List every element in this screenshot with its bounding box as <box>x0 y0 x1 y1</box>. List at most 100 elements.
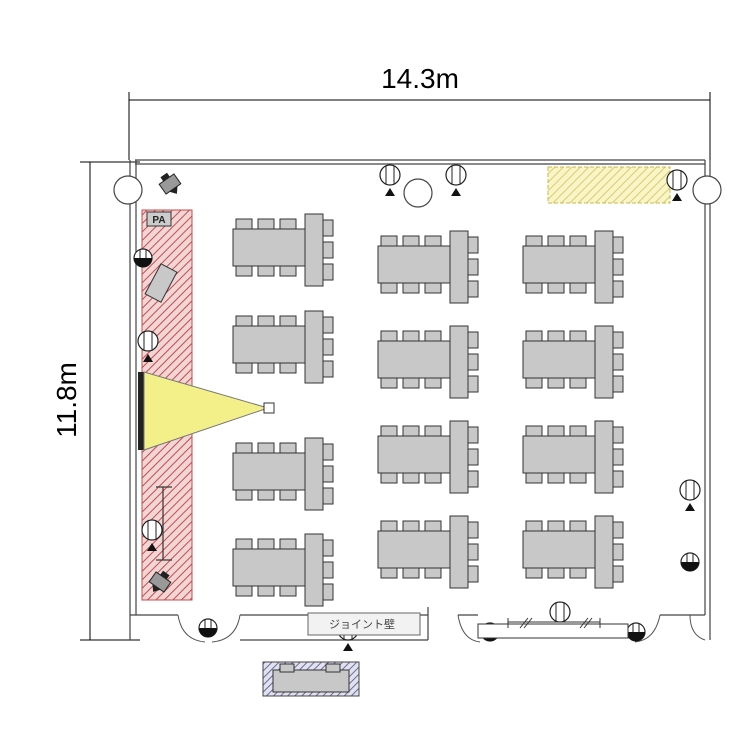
table <box>377 530 451 569</box>
chair <box>569 425 587 437</box>
projector-icon <box>263 402 275 414</box>
mixer-desk <box>144 263 178 303</box>
table-group <box>232 213 334 287</box>
table-groups <box>232 213 624 607</box>
chair <box>402 282 420 294</box>
table-group <box>232 437 334 511</box>
chair <box>322 241 334 259</box>
table <box>377 435 451 474</box>
chair <box>380 330 398 342</box>
height-label: 11.8m <box>51 362 82 438</box>
chair <box>235 442 253 454</box>
table-group <box>232 533 334 607</box>
chair <box>525 425 543 437</box>
chair <box>547 235 565 247</box>
chair <box>612 331 624 349</box>
chair <box>424 377 442 389</box>
chair <box>467 426 479 444</box>
chair <box>547 567 565 579</box>
chair <box>235 489 253 501</box>
chair <box>467 236 479 254</box>
chair <box>257 442 275 454</box>
table <box>377 340 451 379</box>
head-table <box>594 325 614 399</box>
table-group <box>377 325 479 399</box>
speakers <box>148 172 182 593</box>
stage-area <box>547 166 671 204</box>
chair <box>402 567 420 579</box>
width-label: 14.3m <box>381 63 459 94</box>
screen-icon <box>138 372 144 450</box>
mic-stand <box>156 486 172 561</box>
table <box>522 245 596 284</box>
chair <box>467 543 479 561</box>
spotlight-icon <box>666 169 688 201</box>
chair <box>257 265 275 277</box>
chair <box>322 465 334 483</box>
chair <box>380 282 398 294</box>
chair <box>235 362 253 374</box>
chair <box>235 265 253 277</box>
chair <box>424 425 442 437</box>
chair <box>569 520 587 532</box>
chair <box>612 448 624 466</box>
chair <box>257 362 275 374</box>
chair <box>424 520 442 532</box>
chair <box>547 377 565 389</box>
chair <box>525 472 543 484</box>
table-group <box>522 515 624 589</box>
chair <box>279 265 297 277</box>
head-table <box>449 420 469 494</box>
head-table <box>594 515 614 589</box>
chair <box>279 585 297 597</box>
chair <box>235 585 253 597</box>
pa-badge <box>146 211 172 227</box>
spotlight-icon <box>679 479 701 511</box>
table-group <box>232 310 334 384</box>
partition-wall-label: ジョイント壁 <box>329 617 395 631</box>
chair <box>525 235 543 247</box>
partition-wall <box>307 612 421 636</box>
chair <box>612 521 624 539</box>
chair <box>547 472 565 484</box>
chair <box>279 538 297 550</box>
chair <box>257 585 275 597</box>
table <box>232 548 306 587</box>
chair <box>612 470 624 488</box>
head-table <box>449 230 469 304</box>
chair <box>380 235 398 247</box>
chair <box>322 539 334 557</box>
chair <box>467 258 479 276</box>
chair <box>257 489 275 501</box>
chair <box>380 425 398 437</box>
table <box>232 452 306 491</box>
table <box>522 340 596 379</box>
chair <box>279 218 297 230</box>
chair <box>380 567 398 579</box>
chair <box>547 520 565 532</box>
chair <box>402 330 420 342</box>
chair <box>569 377 587 389</box>
speaker-icon <box>148 570 172 593</box>
chair <box>279 489 297 501</box>
chair <box>525 377 543 389</box>
chair <box>279 362 297 374</box>
spotlight-icon <box>445 164 467 196</box>
door-swings <box>177 614 706 643</box>
projection-cone <box>143 371 270 451</box>
chair <box>424 282 442 294</box>
chair <box>322 338 334 356</box>
chair <box>612 353 624 371</box>
table <box>522 530 596 569</box>
chair <box>257 218 275 230</box>
chair <box>402 472 420 484</box>
chair <box>525 330 543 342</box>
chair <box>467 448 479 466</box>
spotlight-icon <box>141 519 163 551</box>
chair <box>279 442 297 454</box>
table <box>232 228 306 267</box>
chair <box>424 330 442 342</box>
chair <box>612 565 624 583</box>
spotlight-icon <box>379 164 401 196</box>
chair <box>402 425 420 437</box>
